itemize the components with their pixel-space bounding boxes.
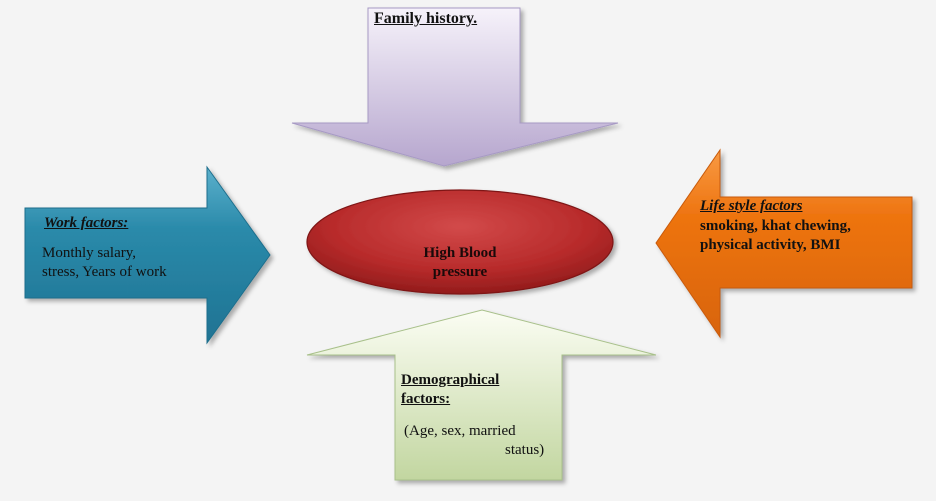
work-factors-title: Work factors: [44, 215, 129, 231]
work-factors-line1: Monthly salary, [42, 245, 137, 261]
high-blood-pressure-ellipse [306, 189, 614, 295]
lifestyle-factors-arrow [655, 148, 913, 339]
lifestyle-factors-title: Life style factors [700, 198, 803, 214]
demographic-factors-arrow [306, 309, 657, 481]
family-history-title: Family history. [374, 10, 478, 27]
demographic-factors-title1: Demographical [401, 372, 500, 388]
work-factors-arrow [24, 165, 271, 345]
lifestyle-factors-line1: smoking, khat chewing, [700, 218, 851, 234]
demographic-factors-line2: status) [505, 442, 545, 458]
work-factors-line2: stress, Years of work [42, 264, 167, 280]
demographic-factors-line1: (Age, sex, married [404, 423, 516, 439]
center-line1: High Blood [423, 245, 497, 261]
lifestyle-factors-line2: physical activity, BMI [700, 237, 841, 253]
family-history-arrow [291, 7, 619, 167]
demographic-factors-title2: factors: [401, 391, 451, 407]
center-line2: pressure [432, 264, 488, 280]
